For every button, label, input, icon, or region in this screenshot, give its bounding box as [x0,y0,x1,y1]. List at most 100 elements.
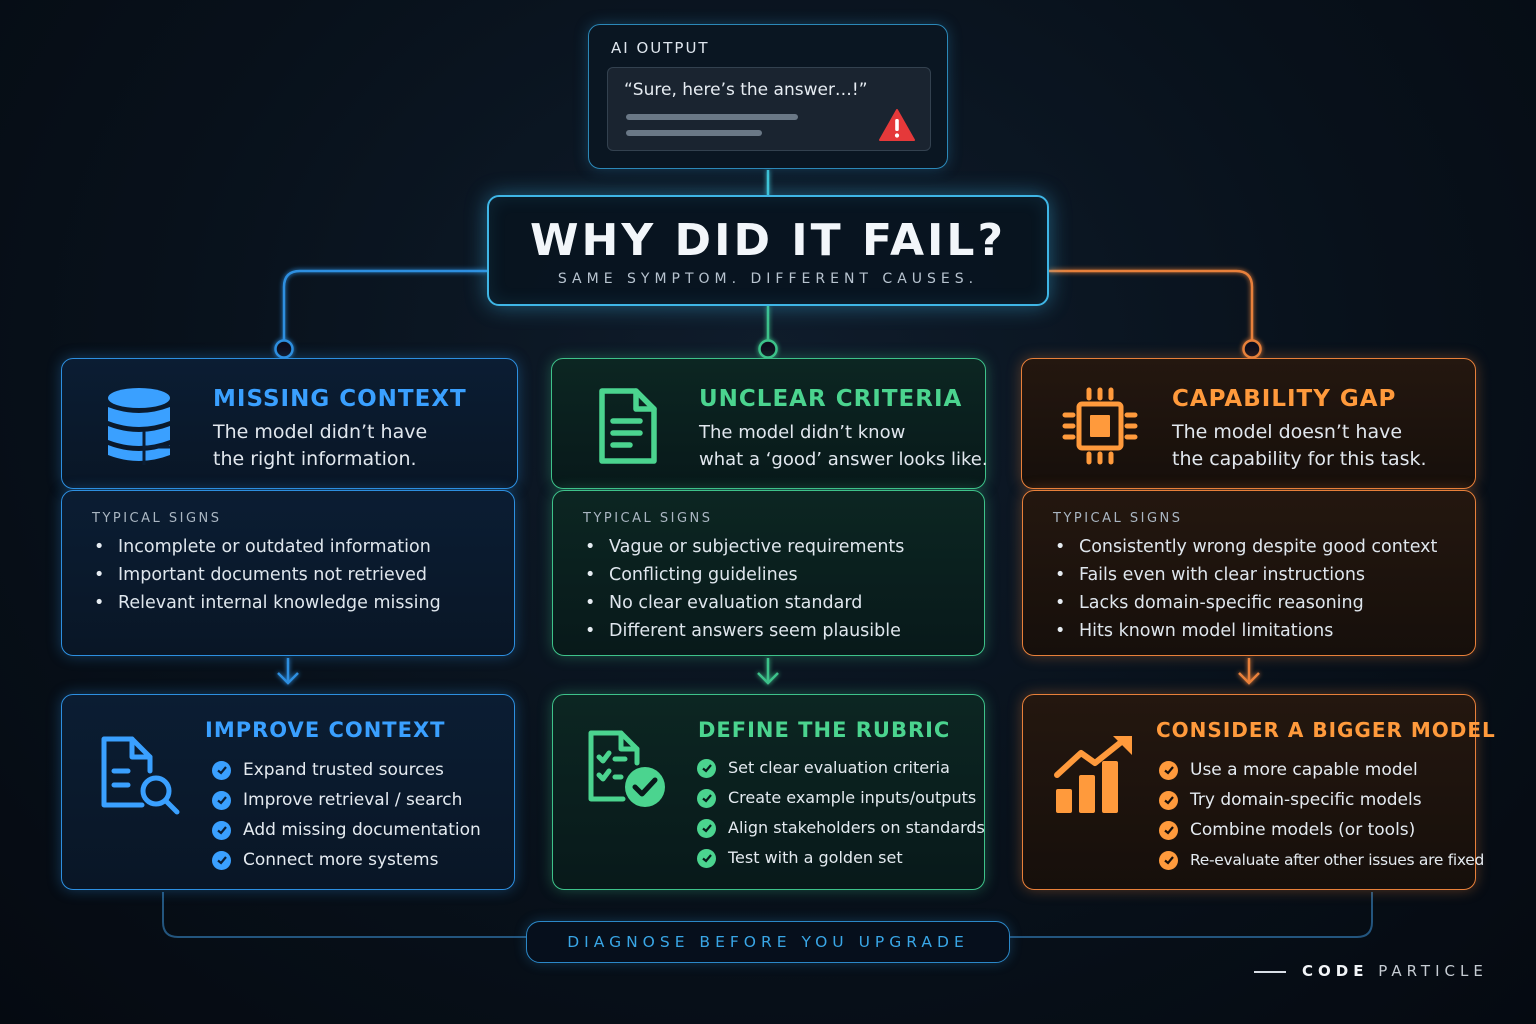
list-item: Incomplete or outdated information [92,533,441,561]
unclear-criteria-signs-list: Vague or subjective requirements Conflic… [583,533,904,645]
checklist-check-icon [588,730,665,807]
list-item-label: Connect more systems [243,850,439,870]
warning-triangle-icon [879,109,915,141]
page-subtitle: SAME SYMPTOM. DIFFERENT CAUSES. [557,271,979,287]
capability-gap-title: CAPABILITY GAP [1172,386,1397,412]
list-item: Connect more systems [212,845,481,875]
list-item: Try domain-specific models [1159,785,1484,815]
list-item-label: Try domain-specific models [1190,790,1422,810]
description-line: the right information. [213,448,417,470]
node-capability-gap [1242,339,1262,359]
improve-context-list: Expand trusted sources Improve retrieval… [212,755,481,875]
footer-banner: DIAGNOSE BEFORE YOU UPGRADE [526,921,1010,963]
unclear-criteria-description: The model didn’t know what a ‘good’ answ… [699,419,988,473]
description-line: The model doesn’t have [1172,421,1403,443]
description-line: what a ‘good’ answer looks like. [699,449,988,470]
list-item: Consistently wrong despite good context [1053,533,1437,561]
ai-output-message: “Sure, here’s the answer…!” [607,67,931,151]
list-item: Improve retrieval / search [212,785,481,815]
list-item: Expand trusted sources [212,755,481,785]
list-item-label: Set clear evaluation criteria [728,758,950,777]
connector-title-to-capability-gap [1049,269,1254,340]
improve-context-card: IMPROVE CONTEXT Expand trusted sources I… [61,694,515,890]
define-the-rubric-title: DEFINE THE RUBRIC [698,718,951,742]
capability-gap-description: The model doesn’t have the capability fo… [1172,419,1427,473]
check-circle-icon [212,820,231,840]
list-item: Add missing documentation [212,815,481,845]
list-item-label: Improve retrieval / search [243,790,463,810]
node-unclear-criteria [758,339,778,359]
list-item-label: Align stakeholders on standards [728,818,985,837]
check-circle-icon [1159,850,1178,870]
list-item: Combine models (or tools) [1159,815,1484,845]
check-circle-icon [1159,820,1178,840]
list-item-label: Combine models (or tools) [1190,820,1416,840]
arrow-capability-gap [1238,658,1260,685]
list-item: Set clear evaluation criteria [697,753,985,783]
database-icon [108,388,170,465]
check-circle-icon [1159,790,1178,810]
consider-a-bigger-model-title: CONSIDER A BIGGER MODEL [1156,718,1496,742]
description-line: the capability for this task. [1172,448,1427,470]
list-item-label: Add missing documentation [243,820,481,840]
title-panel: WHY DID IT FAIL? SAME SYMPTOM. DIFFERENT… [487,195,1049,306]
missing-context-title: MISSING CONTEXT [213,386,467,412]
typical-signs-label: TYPICAL SIGNS [1053,511,1183,526]
list-item: Conflicting guidelines [583,561,904,589]
missing-context-signs-card: TYPICAL SIGNS Incomplete or outdated inf… [61,490,515,656]
list-item-label: Use a more capable model [1190,760,1418,780]
chip-icon [1062,387,1138,465]
list-item-label: Test with a golden set [728,848,903,867]
list-item: Lacks domain-specific reasoning [1053,589,1437,617]
capability-gap-card: CAPABILITY GAP The model doesn’t have th… [1021,358,1476,489]
list-item: Relevant internal knowledge missing [92,589,441,617]
consider-a-bigger-model-list: Use a more capable model Try domain-spec… [1159,755,1484,875]
list-item: No clear evaluation standard [583,589,904,617]
unclear-criteria-card: UNCLEAR CRITERIA The model didn’t know w… [551,358,988,489]
improve-context-title: IMPROVE CONTEXT [205,718,446,742]
check-circle-icon [697,788,716,808]
list-item: Re-evaluate after other issues are fixed [1159,845,1484,875]
check-circle-icon [1159,760,1178,780]
list-item: Important documents not retrieved [92,561,441,589]
brand-wordmark-light: PARTICLE [1378,962,1488,980]
placeholder-text-line [626,130,762,136]
footer-text: DIAGNOSE BEFORE YOU UPGRADE [567,933,969,951]
unclear-criteria-title: UNCLEAR CRITERIA [699,386,963,412]
check-circle-icon [697,818,716,838]
brand-divider [1254,971,1286,973]
arrow-unclear-criteria [757,658,779,685]
check-circle-icon [697,848,716,868]
check-circle-icon [212,850,231,870]
typical-signs-label: TYPICAL SIGNS [583,511,713,526]
define-the-rubric-list: Set clear evaluation criteria Create exa… [697,753,985,873]
page-title: WHY DID IT FAIL? [530,215,1006,266]
capability-gap-signs-list: Consistently wrong despite good context … [1053,533,1437,645]
description-line: The model didn’t know [699,422,906,443]
ai-output-panel: AI OUTPUT “Sure, here’s the answer…!” [588,24,948,169]
capability-gap-signs-card: TYPICAL SIGNS Consistently wrong despite… [1022,490,1476,656]
typical-signs-label: TYPICAL SIGNS [92,511,222,526]
node-missing-context [274,339,294,359]
list-item: Use a more capable model [1159,755,1484,785]
arrow-missing-context [277,658,299,685]
missing-context-description: The model didn’t have the right informat… [213,419,427,473]
list-item: Fails even with clear instructions [1053,561,1437,589]
document-icon [599,388,657,464]
list-item: Test with a golden set [697,843,985,873]
define-the-rubric-card: DEFINE THE RUBRIC Set clear evaluation c… [552,694,985,890]
description-line: The model didn’t have [213,421,428,443]
consider-a-bigger-model-card: CONSIDER A BIGGER MODEL Use a more capab… [1022,694,1495,890]
ai-output-quote: “Sure, here’s the answer…!” [624,80,868,100]
list-item-label: Re-evaluate after other issues are fixed [1190,851,1485,869]
growth-chart-icon [1054,736,1132,813]
list-item: Different answers seem plausible [583,617,904,645]
list-item-label: Expand trusted sources [243,760,444,780]
list-item: Vague or subjective requirements [583,533,904,561]
list-item-label: Create example inputs/outputs [728,788,977,807]
connector-title-to-missing-context [282,269,487,340]
brand-wordmark-bold: CODE [1302,962,1369,980]
check-circle-icon [697,758,716,778]
unclear-criteria-signs-card: TYPICAL SIGNS Vague or subjective requir… [552,490,985,656]
brand-wordmark: CODE PARTICLE [1302,962,1488,980]
